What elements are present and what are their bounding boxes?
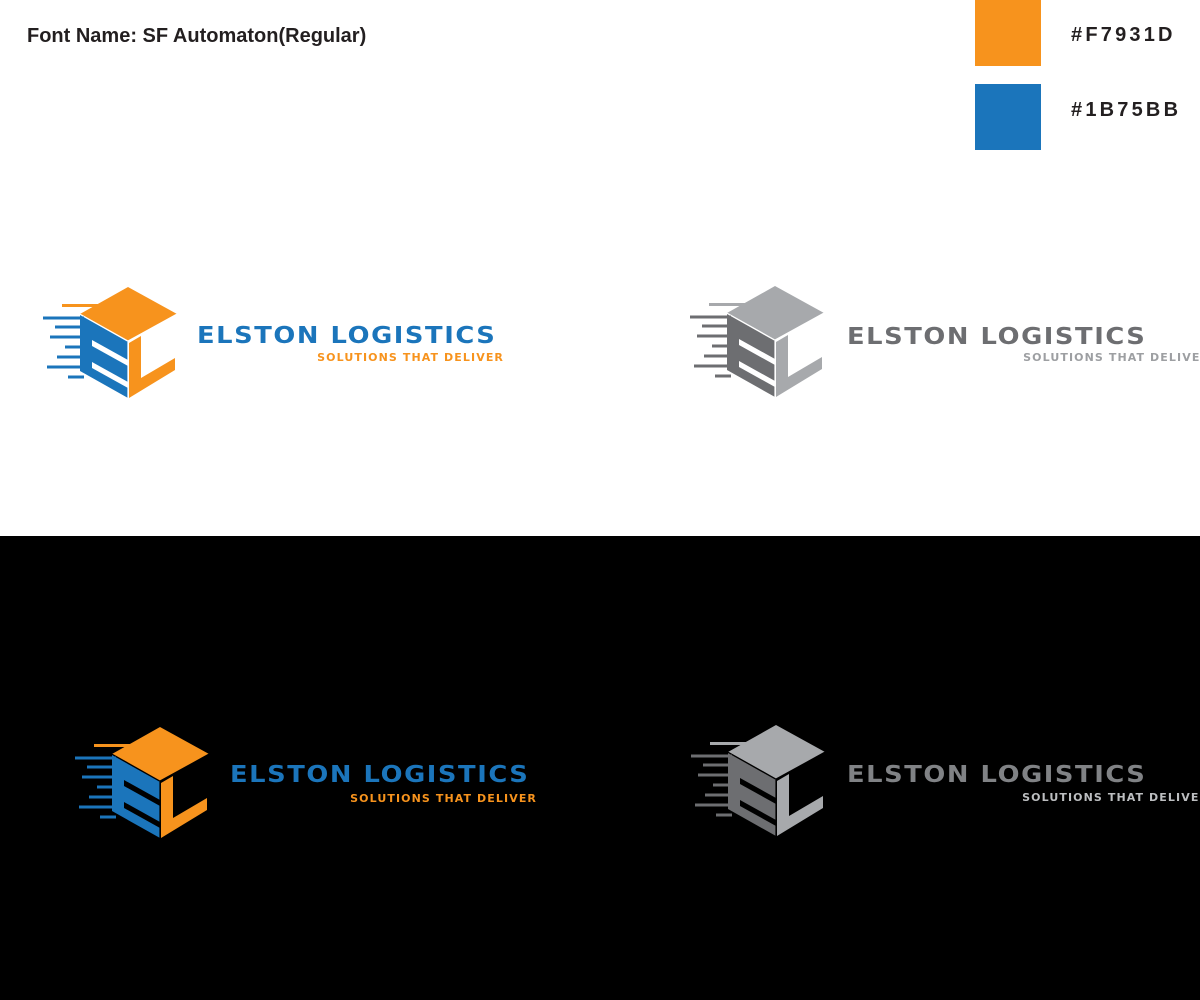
- speed-line: [47, 365, 84, 369]
- speed-line: [55, 325, 84, 329]
- font-name-label: Font Name: SF Automaton(Regular): [27, 25, 367, 47]
- logo-light-grayscale: ELSTON LOGISTICS SOLUTIONS THAT DELIVER: [687, 282, 1200, 412]
- speed-line: [57, 355, 84, 359]
- speed-line: [97, 785, 116, 789]
- cube-right-face-l: [161, 776, 207, 838]
- speed-line: [702, 324, 731, 328]
- speed-line: [690, 315, 731, 319]
- speed-line: [82, 775, 116, 779]
- logo-tagline: SOLUTIONS THAT DELIVER: [1023, 351, 1200, 364]
- e-slit-lower: [739, 361, 775, 387]
- speed-line: [694, 364, 731, 368]
- speed-line-top: [62, 304, 102, 307]
- speed-line: [89, 795, 116, 799]
- cube-right-face-l: [777, 774, 823, 836]
- cube-right-face-l: [129, 336, 175, 398]
- logo-light-color: ELSTON LOGISTICS SOLUTIONS THAT DELIVER: [40, 283, 520, 413]
- logo-title: ELSTON LOGISTICS: [847, 762, 1147, 788]
- logo-title: ELSTON LOGISTICS: [197, 323, 497, 349]
- speed-line: [75, 756, 116, 760]
- light-background-section: Font Name: SF Automaton(Regular) #F7931D…: [27, 0, 1200, 413]
- e-slit-upper: [124, 780, 160, 806]
- speed-line: [43, 316, 84, 320]
- dark-background-section: ELSTON LOGISTICS SOLUTIONS THAT DELIVER …: [0, 536, 1200, 1000]
- e-slit-lower: [740, 800, 776, 826]
- speed-line: [698, 773, 732, 777]
- speed-line: [712, 344, 731, 348]
- logo-tagline: SOLUTIONS THAT DELIVER: [350, 792, 537, 805]
- cube-edge: [79, 313, 129, 342]
- cube-edge: [727, 751, 777, 780]
- cube-edge: [774, 312, 825, 341]
- color-swatch-blue: [975, 84, 1041, 150]
- cube-logo-icon: [691, 725, 826, 837]
- e-slit-upper: [740, 778, 776, 804]
- speed-line-top: [94, 744, 134, 747]
- cube-logo-icon: [75, 727, 210, 839]
- speed-line: [691, 754, 732, 758]
- speed-line: [716, 813, 732, 817]
- speed-line: [715, 374, 731, 378]
- cube-edge: [726, 312, 776, 341]
- cube-edge: [159, 753, 210, 782]
- speed-line: [87, 765, 116, 769]
- color-swatch-orange: [975, 0, 1041, 66]
- speed-line-top: [710, 742, 750, 745]
- logo-tagline: SOLUTIONS THAT DELIVER: [317, 351, 504, 364]
- speed-line: [100, 815, 116, 819]
- speed-line: [65, 345, 84, 349]
- speed-line: [703, 763, 732, 767]
- speed-line: [68, 375, 84, 379]
- speed-line: [697, 334, 731, 338]
- logo-dark-color: ELSTON LOGISTICS SOLUTIONS THAT DELIVER: [72, 723, 552, 853]
- cube-logo-icon: [43, 287, 178, 399]
- cube-right-face-l: [776, 335, 822, 397]
- color-code-orange: #F7931D: [1071, 24, 1176, 46]
- speed-line: [695, 803, 732, 807]
- logo-title: ELSTON LOGISTICS: [847, 324, 1147, 350]
- speed-line: [705, 793, 732, 797]
- e-slit-lower: [124, 802, 160, 828]
- e-slit-lower: [92, 362, 128, 388]
- e-slit-upper: [92, 340, 128, 366]
- logo-title: ELSTON LOGISTICS: [230, 762, 530, 788]
- speed-line: [79, 805, 116, 809]
- color-code-blue: #1B75BB: [1071, 99, 1182, 121]
- logo-dark-grayscale: ELSTON LOGISTICS SOLUTIONS THAT DELIVER: [688, 721, 1200, 851]
- speed-line: [50, 335, 84, 339]
- cube-logo-icon: [690, 286, 825, 398]
- speed-line: [713, 783, 732, 787]
- speed-line-top: [709, 303, 749, 306]
- logo-tagline: SOLUTIONS THAT DELIVER: [1022, 791, 1200, 804]
- cube-edge: [127, 313, 178, 342]
- cube-edge: [111, 753, 161, 782]
- speed-line: [704, 354, 731, 358]
- e-slit-upper: [739, 339, 775, 365]
- cube-edge: [775, 751, 826, 780]
